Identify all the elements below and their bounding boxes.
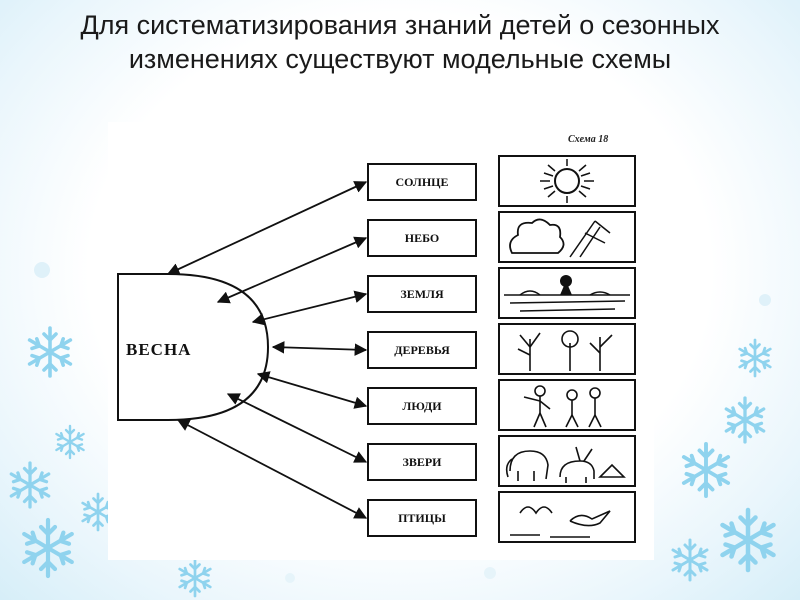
label-box-people: ЛЮДИ xyxy=(367,387,477,425)
people-icon xyxy=(498,379,636,431)
label-birds: ПТИЦЫ xyxy=(398,511,446,526)
label-earth: ЗЕМЛЯ xyxy=(400,287,443,302)
label-animals: ЗВЕРИ xyxy=(402,455,441,470)
field-tree-icon xyxy=(498,267,636,319)
label-people: ЛЮДИ xyxy=(402,399,441,414)
scheme-caption: Схема 18 xyxy=(568,134,608,145)
label-box-sun: СОЛНЦЕ xyxy=(367,163,477,201)
label-box-trees: ДЕРЕВЬЯ xyxy=(367,331,477,369)
season-label: ВЕСНА xyxy=(126,340,191,360)
birds-icon xyxy=(498,491,636,543)
label-box-birds: ПТИЦЫ xyxy=(367,499,477,537)
season-scheme: Схема 18 ВЕСНА СОЛНЦЕ НЕБО ЗЕМЛЯ ДЕРЕВЬЯ… xyxy=(108,122,654,560)
animals-icon xyxy=(498,435,636,487)
slide-title: Для систематизирования знаний детей о се… xyxy=(40,8,760,76)
label-box-earth: ЗЕМЛЯ xyxy=(367,275,477,313)
label-box-sky: НЕБО xyxy=(367,219,477,257)
trees-icon xyxy=(498,323,636,375)
sun-icon xyxy=(498,155,636,207)
label-trees: ДЕРЕВЬЯ xyxy=(394,343,450,358)
label-box-animals: ЗВЕРИ xyxy=(367,443,477,481)
cloud-sky-icon xyxy=(498,211,636,263)
label-sun: СОЛНЦЕ xyxy=(395,175,448,190)
label-sky: НЕБО xyxy=(405,231,440,246)
